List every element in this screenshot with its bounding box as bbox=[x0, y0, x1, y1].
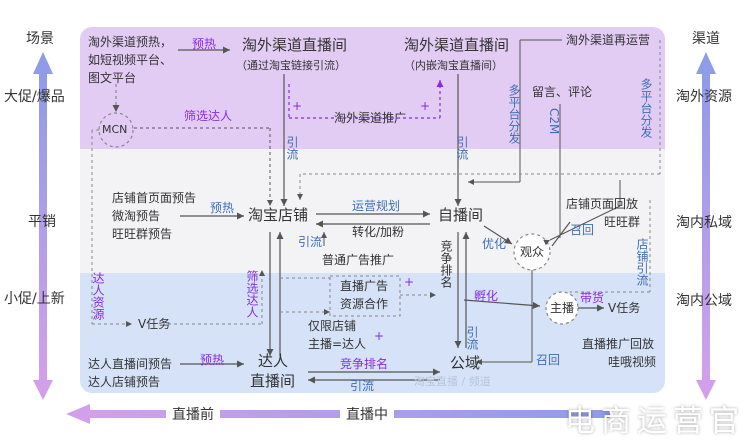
right-level-outside: 淘外资源 bbox=[676, 89, 732, 105]
watermark: 电商运营官 bbox=[565, 404, 745, 439]
edge-divert-2: 引流 bbox=[455, 136, 469, 160]
edge-recall-1: 召回 bbox=[570, 223, 595, 237]
taobao-shop-node: 淘宝店铺 bbox=[248, 206, 309, 224]
host-node: 主播 bbox=[550, 301, 575, 315]
self-live-node: 自播间 bbox=[438, 206, 484, 224]
left-axis-down-arrow bbox=[33, 380, 53, 400]
outside-live-2-sub: （内嵌淘宝直播间） bbox=[404, 59, 503, 72]
edge-select-talent-top: 筛选达人 bbox=[184, 109, 233, 123]
left-level-big-promo: 大促/爆品 bbox=[4, 89, 65, 105]
edge-c2m: C2M bbox=[547, 108, 561, 135]
outside-live-1: 淘外渠道直播间 bbox=[242, 36, 348, 54]
faded-caption: 淘宝直播 / 频道 bbox=[414, 375, 491, 388]
talent-preview-line2: 达人店铺预告 bbox=[88, 375, 161, 389]
right-axis-title: 渠道 bbox=[692, 31, 720, 47]
audience-node: 观众 bbox=[520, 245, 545, 259]
shop-preview-line1: 店铺首页面预告 bbox=[112, 191, 197, 205]
outside-live-1-sub: （通过淘宝链接引流） bbox=[236, 59, 346, 72]
bottom-label-before: 直播前 bbox=[166, 408, 220, 422]
bottom-label-during: 直播中 bbox=[340, 408, 394, 422]
left-level-flat: 平销 bbox=[28, 214, 56, 230]
edge-compete-rank-h: 竞争排名 bbox=[340, 357, 389, 371]
left-level-small-promo: 小促/上新 bbox=[4, 291, 65, 307]
right-axis-down-arrow bbox=[696, 380, 716, 400]
plus-mark-2: + bbox=[420, 99, 431, 113]
edge-divert-4: 引流 bbox=[465, 326, 479, 350]
public-domain-node: 公域 bbox=[450, 354, 481, 372]
outside-warmup-line2: 如短视频平台、 bbox=[88, 53, 173, 67]
outside-warmup-line1: 淘外渠道预热， bbox=[88, 35, 173, 49]
edge-preheat-talent: 预热 bbox=[200, 353, 225, 367]
right-level-private: 淘内私域 bbox=[676, 215, 732, 231]
left-axis-up-arrow bbox=[33, 52, 53, 74]
right-axis-up-arrow bbox=[696, 52, 716, 74]
shop-preview-line3: 旺旺群预告 bbox=[112, 227, 173, 241]
band-private-domain bbox=[80, 149, 665, 273]
shop-replay-line2: 旺旺群 bbox=[604, 215, 641, 229]
edge-divert-1: 引流 bbox=[285, 136, 299, 160]
edge-preheat-shop: 预热 bbox=[210, 201, 235, 215]
right-axis-bar bbox=[702, 72, 710, 382]
edge-warmup: 预热 bbox=[192, 37, 217, 51]
left-axis-bar bbox=[39, 72, 47, 382]
edge-compete-rank-v: 竞争排名 bbox=[439, 240, 453, 288]
live-ad-replay: 直播推广回放 bbox=[582, 337, 655, 351]
edge-convert: 转化/加粉 bbox=[352, 225, 405, 239]
shop-only-line2: 主播=达人 bbox=[308, 337, 367, 351]
live-ad-line2: 资源合作 bbox=[340, 297, 389, 311]
edge-talent-resource: 达人资源 bbox=[91, 272, 105, 320]
edge-incubate: 孵化 bbox=[474, 289, 499, 303]
shop-only-line1: 仅限店铺 bbox=[308, 319, 357, 333]
live-ad-line1: 直播广告 bbox=[340, 279, 389, 293]
right-level-public: 淘内公域 bbox=[676, 293, 732, 309]
edge-select-talent-mid: 筛选达人 bbox=[245, 270, 259, 318]
comment-node: 留言、评论 bbox=[532, 85, 593, 99]
edge-divert-5: 引流 bbox=[350, 379, 375, 393]
plus-mark-3: + bbox=[404, 275, 415, 289]
outside-reoperate: 淘外渠道再运营 bbox=[566, 33, 651, 47]
bottom-axis-left-arrow bbox=[66, 404, 90, 424]
edge-multi-platform-1: 多平台分发 bbox=[507, 84, 521, 144]
band-outside-resources bbox=[80, 27, 665, 149]
shop-preview-line2: 微淘预告 bbox=[112, 209, 161, 223]
mcn-node: MCN bbox=[102, 123, 128, 136]
edge-shop-divert: 店铺引流 bbox=[635, 238, 649, 286]
outside-live-2: 淘外渠道直播间 bbox=[404, 36, 510, 54]
edge-divert-3: 引流 bbox=[298, 235, 323, 249]
left-axis-title: 场景 bbox=[26, 31, 54, 47]
edge-recall-2: 召回 bbox=[536, 353, 561, 367]
video-reply: 哇哦视频 bbox=[608, 355, 657, 369]
edge-operation-plan: 运营规划 bbox=[352, 199, 401, 213]
outside-promo: 淘外渠道推广 bbox=[334, 111, 407, 125]
shop-replay-line1: 店铺页面回放 bbox=[566, 197, 639, 211]
v-task-2: V任务 bbox=[608, 301, 641, 315]
plus-mark-4: + bbox=[374, 329, 385, 343]
edge-multi-platform-2: 多平台分发 bbox=[639, 78, 653, 138]
talent-live-line2: 直播间 bbox=[250, 372, 296, 390]
talent-preview-line1: 达人直播间预告 bbox=[88, 357, 173, 371]
talent-live-line1: 达人 bbox=[258, 352, 289, 370]
normal-ad-node: 普通广告推广 bbox=[322, 253, 395, 267]
edge-optimize: 优化 bbox=[482, 237, 507, 251]
plus-mark-1: + bbox=[292, 99, 303, 113]
edge-sell: 带货 bbox=[580, 291, 605, 305]
v-task-1: V任务 bbox=[138, 317, 171, 331]
outside-warmup-line3: 图文平台 bbox=[88, 71, 137, 85]
